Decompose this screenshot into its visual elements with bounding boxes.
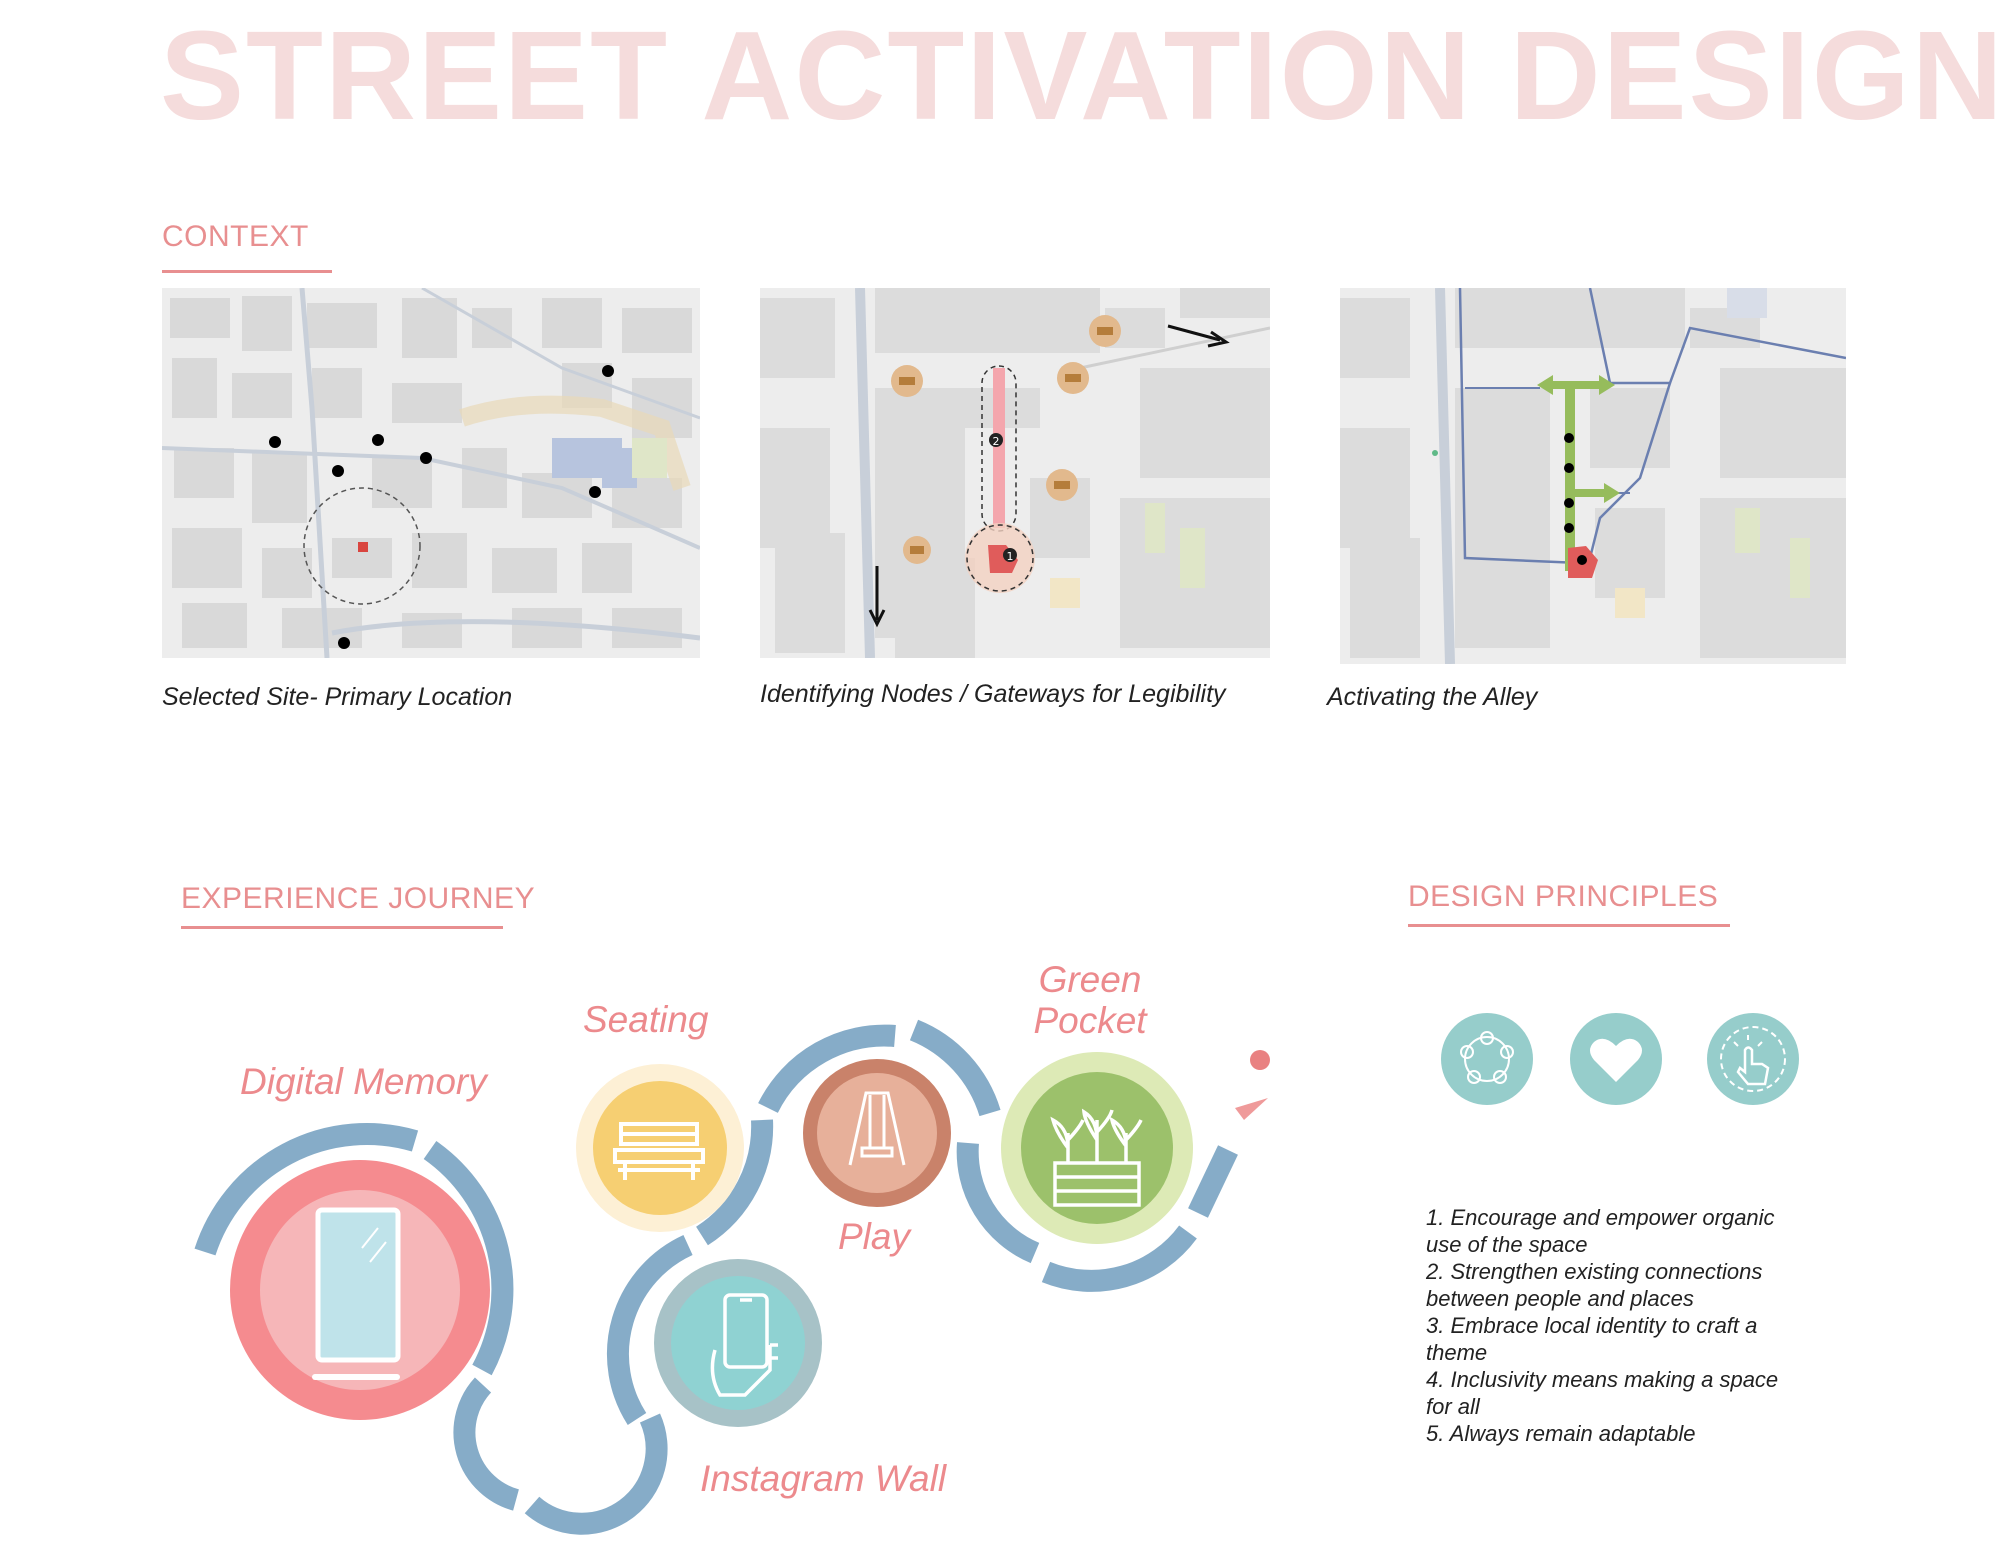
principle-line: 5. Always remain adaptable (1426, 1421, 1696, 1446)
context-heading: CONTEXT (162, 220, 309, 253)
path-segment (909, 1019, 1001, 1117)
principle-line: 2. Strengthen existing connections (1426, 1259, 1763, 1284)
stop-label-seating: Seating (583, 999, 709, 1040)
end-marker-icon (1235, 1098, 1268, 1120)
location-pin-icon (1250, 1050, 1270, 1070)
stop-instagram-wall (654, 1259, 822, 1427)
bench-icon (613, 1122, 705, 1180)
planter-icon (1050, 1108, 1143, 1207)
principles-list: 1. Encourage and empower organic use of … (1426, 1204, 1886, 1447)
path-segment (695, 1119, 774, 1246)
experience-heading: EXPERIENCE JOURNEY (181, 882, 536, 915)
heart-icon (1570, 1013, 1662, 1105)
community-circle-icon (1441, 1013, 1533, 1105)
page-title: STREET ACTIVATION DESIGN (160, 5, 2000, 146)
principles-icons (1441, 1013, 1799, 1105)
stop-digital-memory (230, 1160, 490, 1420)
principle-line: for all (1426, 1394, 1480, 1419)
map-selected-site (162, 288, 700, 658)
path-segment (956, 1142, 1040, 1264)
principle-line: 3. Embrace local identity to craft a (1426, 1313, 1758, 1338)
map-caption-3: Activating the Alley (1327, 683, 1538, 711)
map-caption-1: Selected Site- Primary Location (162, 683, 513, 711)
principle-line: between people and places (1426, 1286, 1694, 1311)
path-segment (1188, 1145, 1238, 1218)
swing-icon (848, 1091, 906, 1166)
map-nodes-gateways: 2 1 (760, 288, 1270, 658)
path-segment (606, 1235, 693, 1425)
principle-line: 4. Inclusivity means making a space (1426, 1367, 1779, 1392)
path-segment (758, 1024, 896, 1114)
map-activating-alley (1340, 288, 1846, 664)
principles-underline (1408, 924, 1730, 927)
stop-label-green-pocket: Green Pocket (1033, 959, 1147, 1041)
stop-play (803, 1059, 951, 1207)
principles-heading: DESIGN PRINCIPLES (1408, 880, 1719, 913)
stop-label-instagram-wall: Instagram Wall (700, 1458, 947, 1499)
experience-underline (181, 926, 503, 929)
principle-line: use of the space (1426, 1232, 1588, 1257)
map-caption-2: Identifying Nodes / Gateways for Legibil… (760, 680, 1226, 708)
path-segment (453, 1377, 520, 1511)
context-underline (162, 270, 332, 273)
phone-hand-icon (710, 1293, 778, 1397)
path-segment (524, 1413, 668, 1535)
node-label-1: 1 (1007, 550, 1014, 563)
node-label-2: 2 (993, 435, 1000, 448)
mirror-screen-icon (315, 1207, 401, 1363)
path-segment (194, 1123, 419, 1256)
principle-line: 1. Encourage and empower organic (1426, 1205, 1775, 1230)
stop-label-digital-memory: Digital Memory (240, 1061, 487, 1102)
path-segment (423, 1140, 514, 1376)
path-segment (1041, 1225, 1197, 1292)
principle-line: theme (1426, 1340, 1488, 1365)
journey-diagram (194, 1019, 1270, 1535)
stop-seating (576, 1064, 744, 1232)
stop-label-play: Play (838, 1216, 910, 1257)
touch-tap-icon (1707, 1013, 1799, 1105)
stop-green-pocket (1001, 1052, 1193, 1244)
